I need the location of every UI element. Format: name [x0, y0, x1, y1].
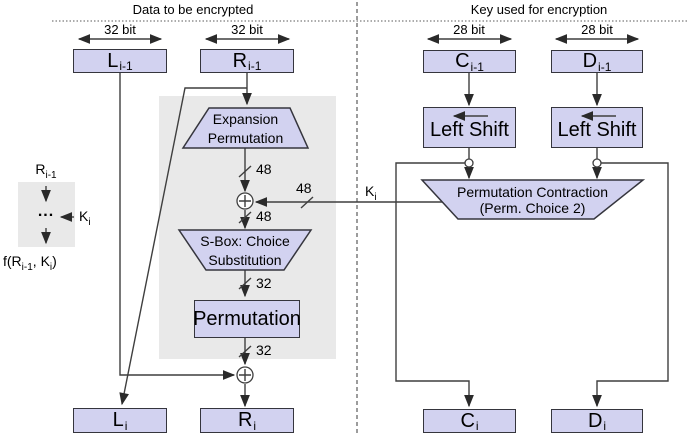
legend-input-label: Ri-1: [35, 161, 57, 181]
xor-key-icon: [236, 192, 254, 210]
bus-width-d: 28 bit: [581, 22, 613, 37]
sbox-trapezoid: [177, 229, 313, 271]
register-r-prev-label: R: [232, 49, 248, 72]
register-r-next-label: R: [237, 409, 253, 431]
junction-dot-d: [592, 158, 602, 168]
label-key-in-bits: 48: [296, 180, 312, 196]
bus-width-r: 32 bit: [231, 22, 263, 37]
label-subkey: Ki: [365, 183, 377, 203]
bus-slash-ticks: [238, 165, 314, 358]
register-c-prev-label: C: [455, 50, 470, 72]
bus-width-c: 28 bit: [453, 22, 485, 37]
left-shift-d-block: Left Shift: [551, 107, 643, 148]
xor-feistel-icon: [236, 366, 254, 384]
register-d-next-label: D: [587, 409, 603, 432]
legend-output-label: f(Ri-1, Ki): [3, 253, 57, 273]
perm-choice2-label: Permutation Contraction (Perm. Choice 2): [457, 184, 608, 216]
permutation-label: Permutation: [193, 307, 301, 330]
key-flow-wires: [395, 73, 669, 408]
register-l-next-label: L: [112, 409, 124, 431]
legend-dots: ...: [37, 203, 55, 220]
bus-width-l: 32 bit: [104, 22, 136, 37]
left-shift-d-label: Left Shift: [557, 119, 637, 141]
left-shift-c-label: Left Shift: [430, 119, 509, 141]
register-d-prev-label: D: [582, 50, 598, 72]
label-permutation-out-bits: 32: [256, 342, 272, 358]
title-key-half: Key used for encryption: [470, 2, 608, 17]
legend-arrows: [41, 186, 74, 245]
left-shift-c-block: Left Shift: [423, 107, 516, 148]
legend-key-label: Ki: [79, 208, 91, 228]
register-l-prev-label: L: [107, 49, 119, 72]
data-flow-wires: [119, 73, 252, 408]
permutation-block: Permutation: [193, 300, 301, 338]
junction-dot-c: [464, 158, 474, 168]
label-expansion-out-bits: 48: [256, 161, 272, 177]
label-xor-out-bits: 48: [256, 208, 272, 224]
perm-choice2-trapezoid: [420, 179, 646, 220]
sbox-label: S-Box: Choice Substitution: [200, 233, 290, 268]
expansion-permutation-label: Expansion Permutation: [207, 111, 284, 146]
section-divider-lines: [52, 2, 687, 433]
register-c-next-label: C: [460, 409, 475, 432]
expansion-permutation-trapezoid: [181, 107, 310, 149]
title-data-half: Data to be encrypted: [132, 2, 254, 17]
label-sbox-out-bits: 32: [256, 275, 272, 291]
